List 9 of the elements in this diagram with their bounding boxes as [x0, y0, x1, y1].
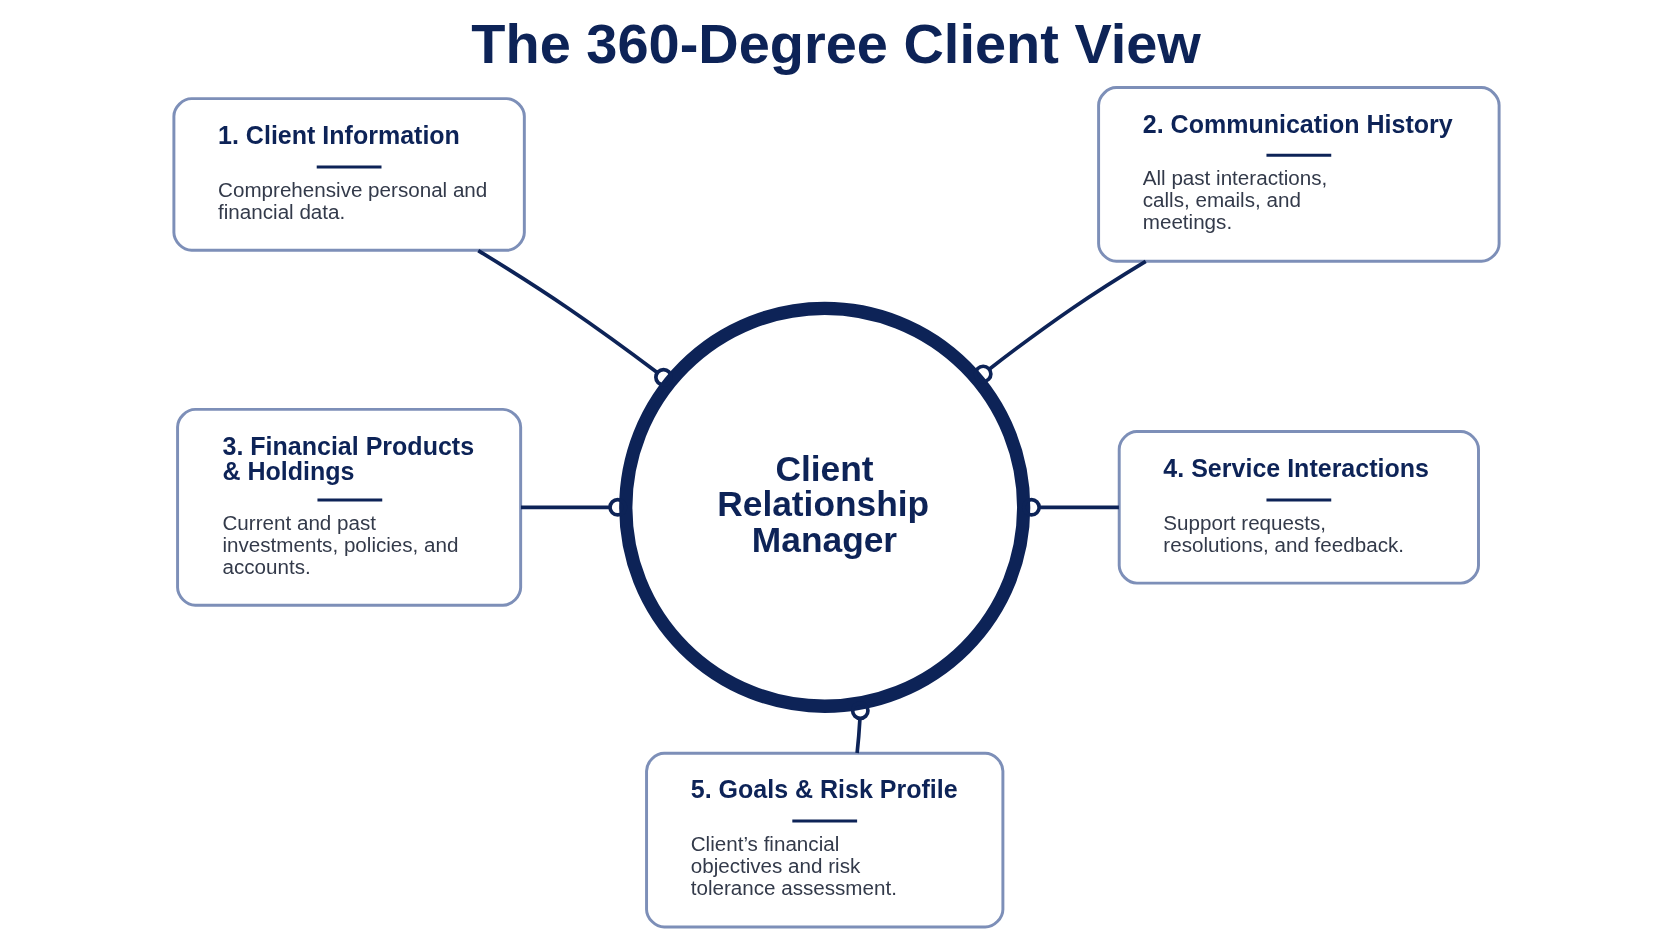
node-box: 3. Financial Products & Holdings Current and past investments, policies, and accounts. [175, 407, 522, 607]
node-box: 1. Client Information Comprehensive personal and financial data. [171, 97, 526, 252]
node-box: 4. Service Interactions Support requests, resolutions, and feedback. [1117, 430, 1480, 585]
node-circle: Client Relationship Manager [618, 301, 1030, 713]
node-box: 5. Goals & Risk Profile Client’s financial objectives and risk tolerance assessment. [644, 751, 1004, 929]
diagram-title: The 360-Degree Client View [470, 12, 1201, 76]
connector [476, 249, 673, 387]
connector [973, 259, 1147, 384]
node-box: 2. Communication History All past interactions, calls, emails, and meetings. [1096, 86, 1501, 263]
